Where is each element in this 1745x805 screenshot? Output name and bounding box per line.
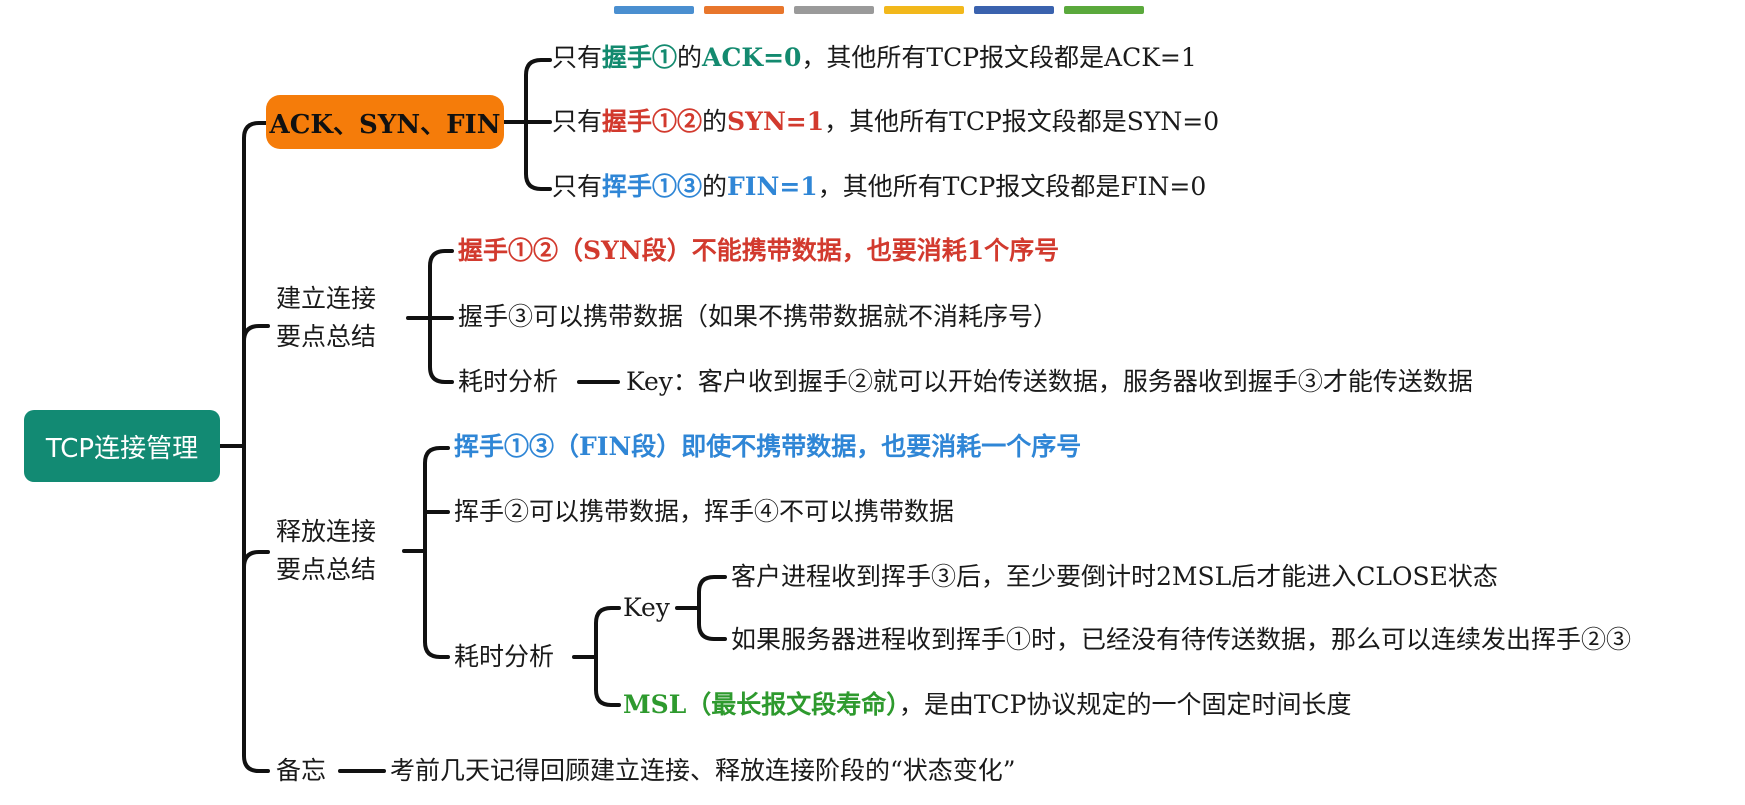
flag-fin-mid: 的 xyxy=(702,172,728,201)
flag-ack-pre: 只有 xyxy=(552,43,603,72)
memo-text: 考前几天记得回顾建立连接、释放连接阶段的“状态变化” xyxy=(390,756,1016,785)
flag-ack-value: ACK=0 xyxy=(702,43,802,72)
color-bar-6 xyxy=(1064,6,1144,14)
release-key-item-1: 客户进程收到挥手③后，至少要倒计时2MSL后才能进入CLOSE状态 xyxy=(731,562,1498,591)
establish-node: 建立连接 要点总结 xyxy=(276,280,376,356)
flag-syn-pre: 只有 xyxy=(552,107,603,136)
msl-description: ，是由TCP协议规定的一个固定时间长度 xyxy=(898,690,1352,719)
flag-fin-pre: 只有 xyxy=(552,172,603,201)
flag-ack-handshake: 握手① xyxy=(602,43,678,72)
release-key-item-2: 如果服务器进程收到挥手①时，已经没有待传送数据，那么可以连续发出挥手②③ xyxy=(731,625,1632,654)
establish-time-key: Key：客户收到握手②就可以开始传送数据，服务器收到握手③才能传送数据 xyxy=(626,367,1473,396)
color-bar-2 xyxy=(704,6,784,14)
establish-item-third-handshake: 握手③可以携带数据（如果不携带数据就不消耗序号） xyxy=(458,302,1059,331)
release-node: 释放连接 要点总结 xyxy=(276,513,376,589)
connector-key xyxy=(675,575,727,641)
connector-root xyxy=(218,121,270,773)
flag-syn-handshake: 握手①② xyxy=(602,107,703,136)
root-node-tcp-connection-management: TCP连接管理 xyxy=(24,410,220,482)
connector-establish xyxy=(406,249,454,384)
release-title-line2: 要点总结 xyxy=(276,555,377,584)
flag-fin-post: ，其他所有TCP报文段都是FIN=0 xyxy=(817,172,1207,201)
release-item-fin: 挥手①③（FIN段）即使不携带数据，也要消耗一个序号 xyxy=(454,432,1082,461)
memo-node: 备忘 xyxy=(276,756,327,785)
connector-release-time xyxy=(572,606,621,707)
color-bar-5 xyxy=(974,6,1054,14)
flag-syn-mid: 的 xyxy=(702,107,728,136)
color-bar-1 xyxy=(614,6,694,14)
flag-fin-value: FIN=1 xyxy=(727,172,818,201)
flag-syn-row: 只有握手①②的SYN=1，其他所有TCP报文段都是SYN=0 xyxy=(552,106,1219,138)
establish-time-analysis: 耗时分析 xyxy=(458,367,559,396)
color-bar-3 xyxy=(794,6,874,14)
connector-release xyxy=(402,446,450,659)
release-msl-row: MSL（最长报文段寿命），是由TCP协议规定的一个固定时间长度 xyxy=(623,689,1351,721)
establish-title-line2: 要点总结 xyxy=(276,322,377,351)
flag-syn-value: SYN=1 xyxy=(727,107,825,136)
flags-node: ACK、SYN、FIN xyxy=(266,95,504,149)
release-item-data: 挥手②可以携带数据，挥手④不可以携带数据 xyxy=(454,497,955,526)
flag-fin-handshake: 挥手①③ xyxy=(602,172,703,201)
establish-item-syn: 握手①②（SYN段）不能携带数据，也要消耗1个序号 xyxy=(458,236,1060,265)
flag-fin-row: 只有挥手①③的FIN=1，其他所有TCP报文段都是FIN=0 xyxy=(552,171,1206,203)
flag-ack-mid: 的 xyxy=(677,43,703,72)
flag-syn-post: ，其他所有TCP报文段都是SYN=0 xyxy=(824,107,1220,136)
flag-ack-post: ，其他所有TCP报文段都是ACK=1 xyxy=(801,43,1197,72)
release-title-line1: 释放连接 xyxy=(276,517,377,546)
flag-ack-row: 只有握手①的ACK=0，其他所有TCP报文段都是ACK=1 xyxy=(552,42,1197,74)
release-key-label: Key xyxy=(623,593,670,622)
release-time-analysis: 耗时分析 xyxy=(454,642,555,671)
color-bar-4 xyxy=(884,6,964,14)
connector-flags xyxy=(502,58,552,191)
msl-term: MSL（最长报文段寿命） xyxy=(623,690,899,719)
establish-title-line1: 建立连接 xyxy=(276,284,377,313)
